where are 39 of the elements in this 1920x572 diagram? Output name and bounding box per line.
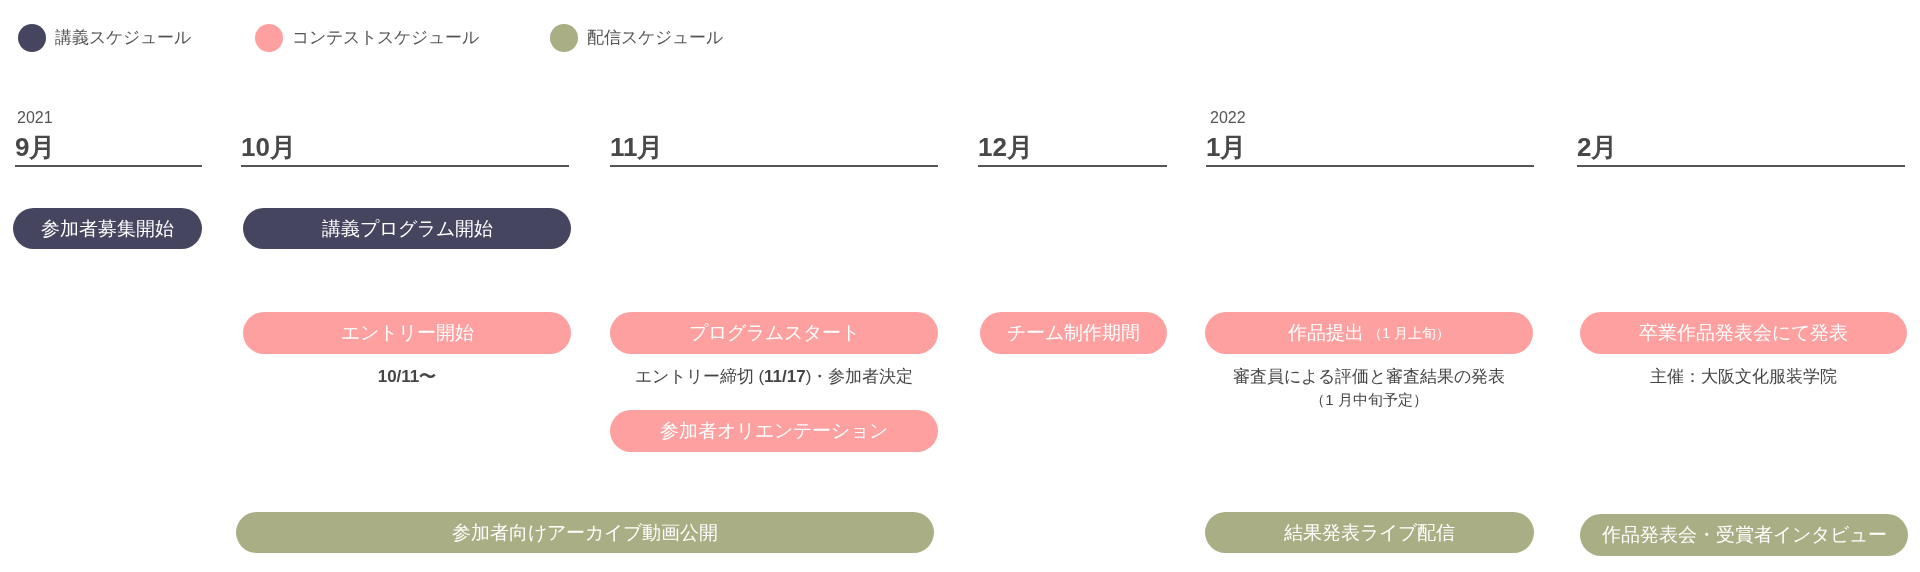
- event-title: チーム制作期間: [1007, 321, 1140, 345]
- legend-label: コンテストスケジュール: [292, 27, 479, 49]
- event-title: 卒業作品発表会にて発表: [1639, 321, 1848, 345]
- event-title: 結果発表ライブ配信: [1284, 520, 1455, 545]
- event-date-note: （1 月上旬）: [1368, 324, 1450, 343]
- event-note: エントリー締切 (11/17)・参加者決定: [634, 366, 914, 388]
- month-label: 11月: [610, 131, 664, 163]
- event-note: 審査員による評価と審査結果の発表: [1233, 366, 1505, 388]
- event-pill: [1580, 312, 1907, 354]
- event-pill: [1580, 514, 1908, 556]
- event-pill: [243, 312, 571, 354]
- event-title: 参加者オリエンテーション: [660, 419, 888, 443]
- month-label: 10月: [241, 131, 296, 163]
- event-note: 主催：大阪文化服装学院: [1650, 366, 1837, 388]
- event-note: 10/11〜: [377, 366, 437, 388]
- month-label: 2月: [1577, 131, 1618, 163]
- event-title: エントリー開始: [340, 321, 474, 345]
- event-title: 参加者向けアーカイブ動画公開: [452, 520, 718, 545]
- year-label: 2021: [17, 109, 53, 127]
- event-title: 作品発表会・受賞者インタビュー: [1601, 523, 1887, 547]
- event-pill: [243, 208, 571, 249]
- legend-label: 講義スケジュール: [55, 27, 191, 49]
- event-pill: [610, 410, 938, 452]
- event-title: プログラムスタート: [688, 321, 860, 345]
- event-title: 作品提出: [1288, 321, 1365, 345]
- event-pill: [980, 312, 1167, 354]
- month-label: 9月: [15, 131, 56, 163]
- event-pill: [236, 512, 934, 553]
- month-label: 12月: [978, 131, 1033, 163]
- legend-label: 配信スケジュール: [587, 27, 723, 49]
- event-pill: [1205, 312, 1533, 354]
- event-pill: [1205, 512, 1534, 553]
- event-pill: [13, 208, 202, 249]
- year-label: 2022: [1210, 109, 1246, 127]
- month-label: 1月: [1206, 131, 1247, 163]
- event-title: 講義プログラム開始: [321, 216, 493, 241]
- event-pill: [610, 312, 938, 354]
- event-title: 参加者募集開始: [41, 216, 174, 241]
- event-sub-note: （1 月中旬予定）: [1310, 390, 1428, 410]
